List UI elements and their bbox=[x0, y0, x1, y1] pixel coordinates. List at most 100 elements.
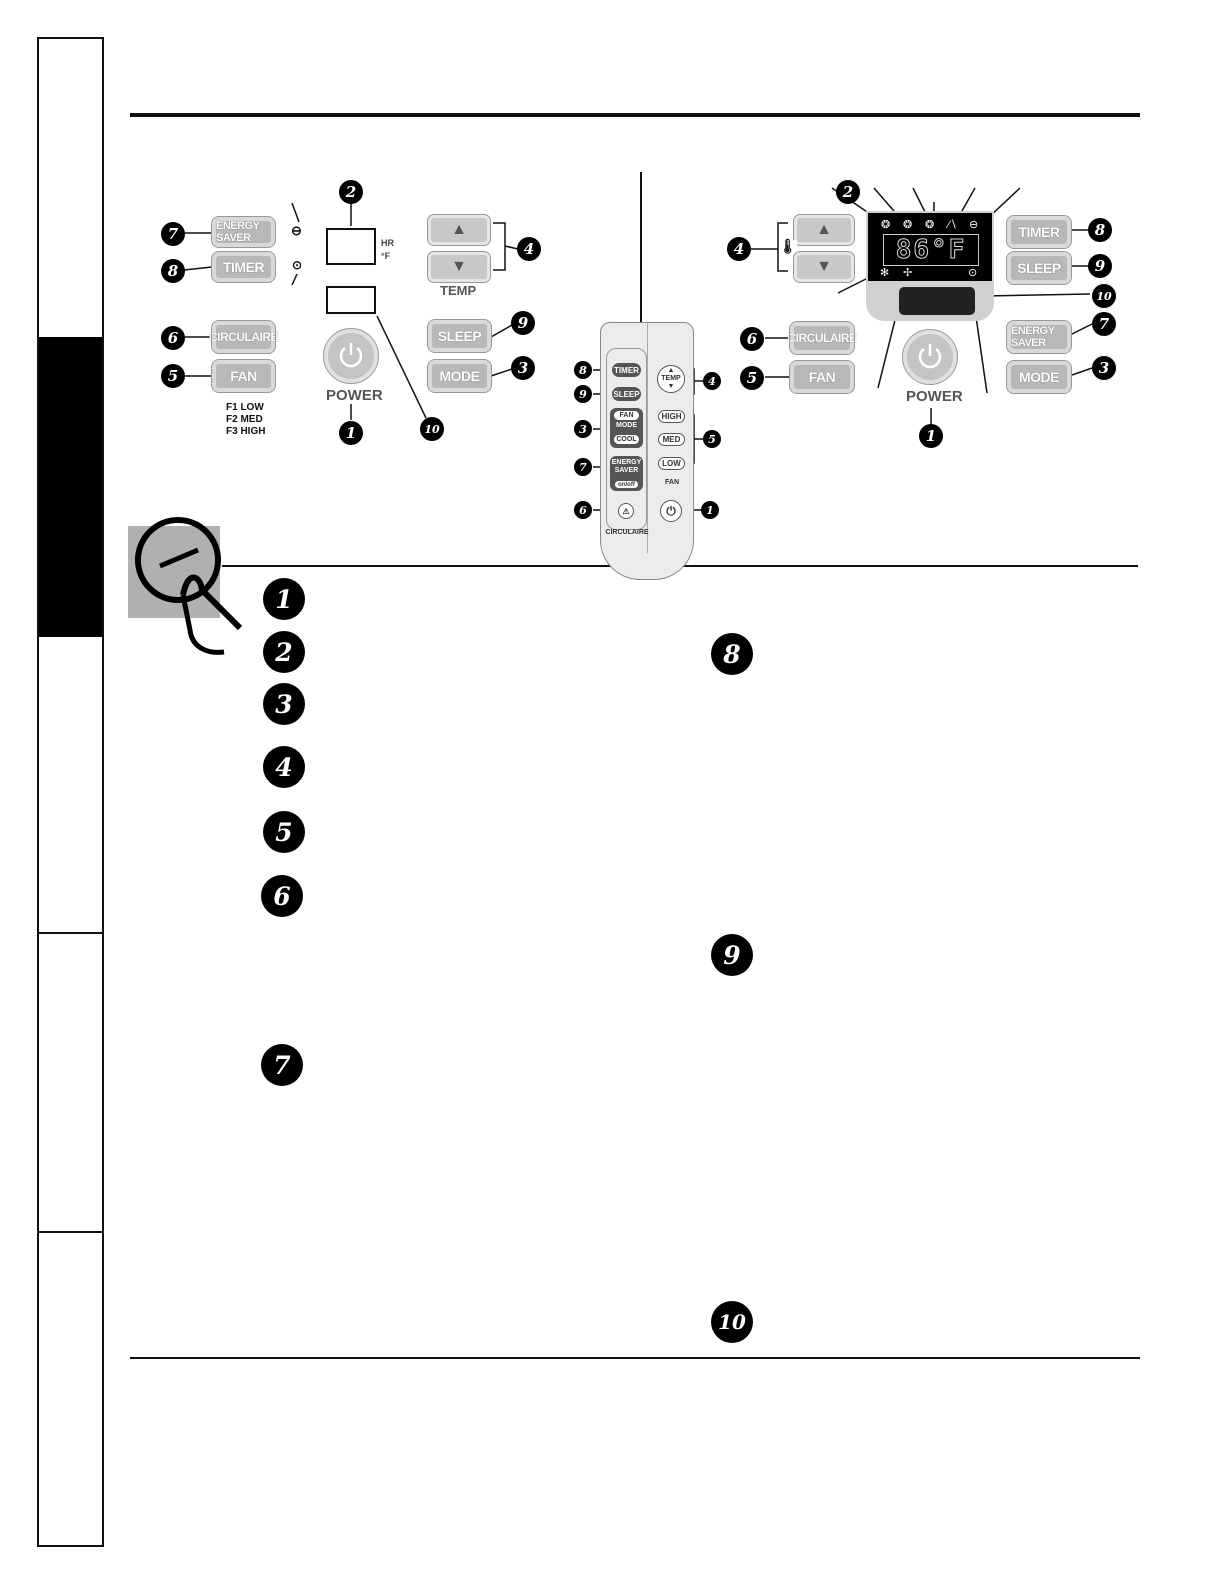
remote-power-button[interactable]: ⏻ bbox=[660, 500, 682, 522]
circulaire-button[interactable]: CIRCULAIRE bbox=[209, 320, 279, 354]
remote-callout-8: 8 bbox=[574, 361, 592, 379]
remote-med-button[interactable]: MED bbox=[658, 433, 685, 446]
callout-9: 9 bbox=[1088, 254, 1112, 278]
temperature-readout: 86°F bbox=[883, 234, 979, 266]
callout-6: 6 bbox=[161, 326, 185, 350]
remote-up-arrow-icon: ▲ bbox=[667, 367, 675, 374]
power-icon bbox=[918, 344, 942, 369]
remote-fan-label: FAN bbox=[665, 479, 679, 486]
sleep-button[interactable]: SLEEP bbox=[1006, 251, 1072, 285]
power-icon bbox=[339, 343, 363, 368]
remote-energy-label: ENERGY bbox=[611, 459, 642, 466]
sleep-label: SLEEP bbox=[1017, 260, 1061, 276]
circulaire-label: CIRCULAIRE bbox=[787, 331, 858, 345]
remote-high-button[interactable]: HIGH bbox=[658, 410, 685, 423]
remote-circulaire-button[interactable]: ⚠ bbox=[618, 503, 634, 519]
timer-button[interactable]: TIMER bbox=[1006, 215, 1072, 249]
circulaire-indicator-icon: ∕∖ bbox=[948, 219, 957, 231]
fan-label: FAN bbox=[808, 369, 836, 385]
remote-energy-saver-button[interactable]: ENERGY SAVER on/off bbox=[610, 456, 643, 491]
deg-f-label: °F bbox=[381, 251, 391, 261]
mode-label: MODE bbox=[1019, 369, 1060, 385]
power-label: POWER bbox=[906, 388, 963, 405]
temp-down-button[interactable]: ▼ bbox=[793, 251, 855, 283]
remote-fan-mode-button[interactable]: FAN bbox=[613, 410, 640, 421]
remote-callout-7: 7 bbox=[574, 458, 592, 476]
feature-number-4: 4 bbox=[263, 746, 305, 788]
temp-down-button[interactable]: ▼ bbox=[427, 251, 491, 283]
remote-timer-button[interactable]: TIMER bbox=[612, 363, 641, 377]
remote-callout-5: 5 bbox=[703, 430, 721, 448]
mode-button[interactable]: MODE bbox=[427, 359, 492, 393]
callout-6: 6 bbox=[740, 327, 764, 351]
mode-label: MODE bbox=[439, 368, 481, 384]
remote-temp-rocker[interactable]: ▲ TEMP ▼ bbox=[657, 365, 685, 393]
finger-press-icon bbox=[135, 517, 243, 655]
callout-4: 4 bbox=[517, 237, 541, 261]
sleep-button[interactable]: SLEEP bbox=[427, 319, 492, 353]
energy-saver-label: ENERGY SAVER bbox=[1011, 325, 1055, 349]
remote-fan-mode-label: FAN bbox=[619, 412, 634, 419]
energy-saver-button[interactable]: ENERGY SAVER bbox=[1006, 320, 1072, 354]
power-button[interactable] bbox=[902, 329, 958, 385]
temp-up-button[interactable]: ▲ bbox=[427, 214, 491, 246]
callout-1: 1 bbox=[919, 424, 943, 448]
feature-number-2: 2 bbox=[263, 631, 305, 673]
feature-number-6: 6 bbox=[261, 875, 303, 917]
feature-number-5: 5 bbox=[263, 811, 305, 853]
remote-callout-9: 9 bbox=[574, 385, 592, 403]
callout-9: 9 bbox=[511, 311, 535, 335]
timer-indicator-icon: ⊙ bbox=[292, 258, 303, 272]
fan-button[interactable]: FAN bbox=[211, 359, 276, 393]
temp-up-button[interactable]: ▲ bbox=[793, 214, 855, 246]
callout-7: 7 bbox=[1092, 312, 1116, 336]
remote-low-button[interactable]: LOW bbox=[658, 457, 685, 470]
energy-saver-button[interactable]: ENERGY SAVER bbox=[211, 216, 276, 248]
fan-high-icon: ❂ bbox=[881, 219, 891, 231]
feature-number-3: 3 bbox=[263, 683, 305, 725]
callout-7: 7 bbox=[161, 222, 185, 246]
remote-sleep-button[interactable]: SLEEP bbox=[612, 387, 641, 401]
remote-divider bbox=[647, 323, 648, 553]
callout-8: 8 bbox=[1088, 218, 1112, 242]
remote-power-icon: ⏻ bbox=[666, 503, 676, 518]
remote-high-label: HIGH bbox=[661, 412, 682, 421]
remote-leader-line bbox=[640, 172, 642, 324]
mode-button[interactable]: MODE bbox=[1006, 360, 1072, 394]
callout-10: 10 bbox=[420, 417, 444, 441]
remote-sensor-window bbox=[326, 286, 376, 314]
remote-cool-label: COOL bbox=[616, 436, 637, 443]
sleep-label: SLEEP bbox=[437, 328, 482, 344]
timer-button[interactable]: TIMER bbox=[211, 251, 276, 283]
down-arrow-icon: ▼ bbox=[816, 258, 832, 275]
remote-low-label: LOW bbox=[662, 459, 681, 468]
remote-onoff-label: on/off bbox=[614, 480, 639, 489]
down-arrow-icon: ▼ bbox=[451, 258, 467, 275]
fan-med-icon: ❂ bbox=[903, 219, 913, 231]
up-arrow-icon: ▲ bbox=[816, 221, 832, 238]
feature-number-7: 7 bbox=[261, 1044, 303, 1086]
callout-2: 2 bbox=[339, 180, 363, 204]
fan-label: FAN bbox=[230, 368, 257, 384]
timer-temp-display bbox=[326, 228, 376, 265]
feature-number-9: 9 bbox=[711, 934, 753, 976]
remote-callout-1: 1 bbox=[701, 501, 719, 519]
remote-cool-button[interactable]: COOL bbox=[613, 434, 640, 445]
up-arrow-icon: ▲ bbox=[451, 221, 467, 238]
callout-1: 1 bbox=[339, 421, 363, 445]
top-rule bbox=[130, 113, 1140, 117]
fan-speed-low: F1 LOW bbox=[226, 402, 264, 413]
remote-mode-group: FAN MODE COOL bbox=[610, 408, 643, 448]
circulaire-button[interactable]: CIRCULAIRE bbox=[787, 321, 858, 355]
fan-low-icon: ❂ bbox=[925, 219, 935, 231]
energy-saver-indicator-icon: ⊖ bbox=[291, 223, 302, 238]
remote-sleep-label: SLEEP bbox=[613, 389, 640, 399]
power-button[interactable] bbox=[323, 328, 379, 384]
remote-timer-label: TIMER bbox=[614, 365, 639, 375]
feature-number-1: 1 bbox=[263, 578, 305, 620]
remote-control: TIMER SLEEP FAN MODE COOL ENERGY SAVER o… bbox=[600, 322, 694, 580]
callout-8: 8 bbox=[161, 259, 185, 283]
fan-button[interactable]: FAN bbox=[789, 360, 855, 394]
active-section-tab bbox=[39, 337, 102, 637]
tab-divider bbox=[39, 1231, 102, 1233]
